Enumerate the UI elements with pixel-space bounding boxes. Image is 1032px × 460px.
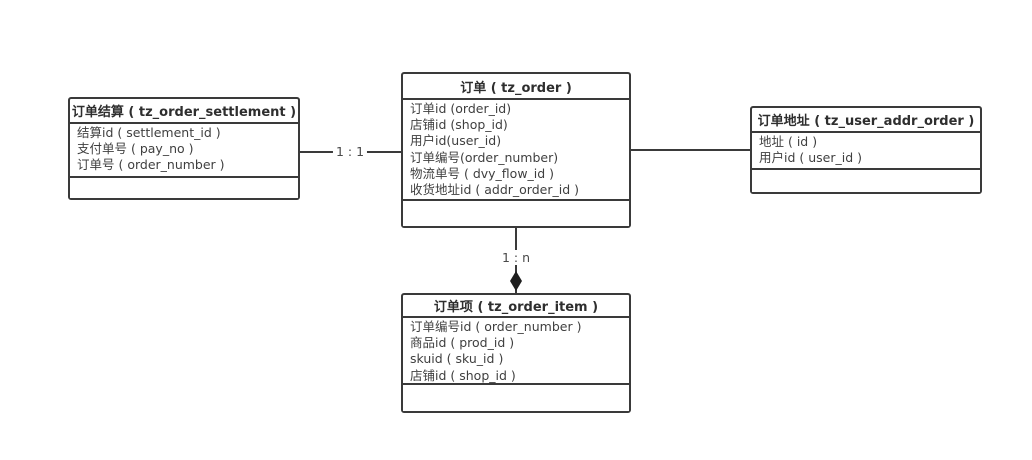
entity-title: 订单 ( tz_order )	[403, 74, 629, 100]
entity-footer	[752, 170, 980, 192]
entity-tz-order-item: 订单项 ( tz_order_item ) 订单编号id ( order_num…	[401, 293, 631, 413]
cardinality-label-1-n: 1 : n	[498, 250, 534, 265]
entity-footer	[403, 385, 629, 411]
entity-footer	[403, 201, 629, 226]
field-row: 地址 ( id )	[759, 134, 818, 149]
entity-fields: 订单id (order_id)店铺id (shop_id)用户id(user_i…	[403, 100, 629, 201]
entity-fields: 结算id ( settlement_id )支付单号 ( pay_no )订单号…	[70, 124, 298, 178]
entity-fields: 地址 ( id )用户id ( user_id )	[752, 133, 980, 170]
entity-tz-order-settlement: 订单结算 ( tz_order_settlement ) 结算id ( sett…	[68, 97, 300, 200]
entity-fields: 订单编号id ( order_number )商品id ( prod_id )s…	[403, 318, 629, 385]
field-row: 商品id ( prod_id )	[410, 335, 515, 351]
diamond-arrow-icon	[510, 271, 522, 291]
field-row: 结算id ( settlement_id )	[77, 125, 221, 140]
field-row: 店铺id (shop_id)	[410, 117, 508, 133]
entity-footer	[70, 178, 298, 198]
field-row: 订单号 ( order_number )	[77, 157, 225, 173]
field-row: 收货地址id ( addr_order_id )	[410, 182, 579, 198]
field-row: 物流单号 ( dvy_flow_id )	[410, 165, 555, 181]
field-row: 支付单号 ( pay_no )	[77, 141, 194, 157]
entity-title: 订单结算 ( tz_order_settlement )	[70, 99, 298, 124]
field-row: skuid ( sku_id )	[410, 351, 504, 367]
field-row: 店铺id ( shop_id )	[410, 367, 516, 383]
entity-title: 订单地址 ( tz_user_addr_order )	[752, 108, 980, 133]
field-row: 订单编号(order_number)	[410, 149, 559, 165]
field-row: 用户id(user_id)	[410, 133, 502, 149]
cardinality-label-1-1: 1 : 1	[332, 144, 368, 159]
field-row: 用户id ( user_id )	[759, 150, 863, 166]
entity-title: 订单项 ( tz_order_item )	[403, 295, 629, 318]
connector-order-addr	[631, 149, 750, 151]
field-row: 订单id (order_id)	[410, 101, 512, 116]
entity-tz-user-addr-order: 订单地址 ( tz_user_addr_order ) 地址 ( id )用户i…	[750, 106, 982, 194]
entity-tz-order: 订单 ( tz_order ) 订单id (order_id)店铺id (sho…	[401, 72, 631, 228]
field-row: 订单编号id ( order_number )	[410, 319, 582, 334]
